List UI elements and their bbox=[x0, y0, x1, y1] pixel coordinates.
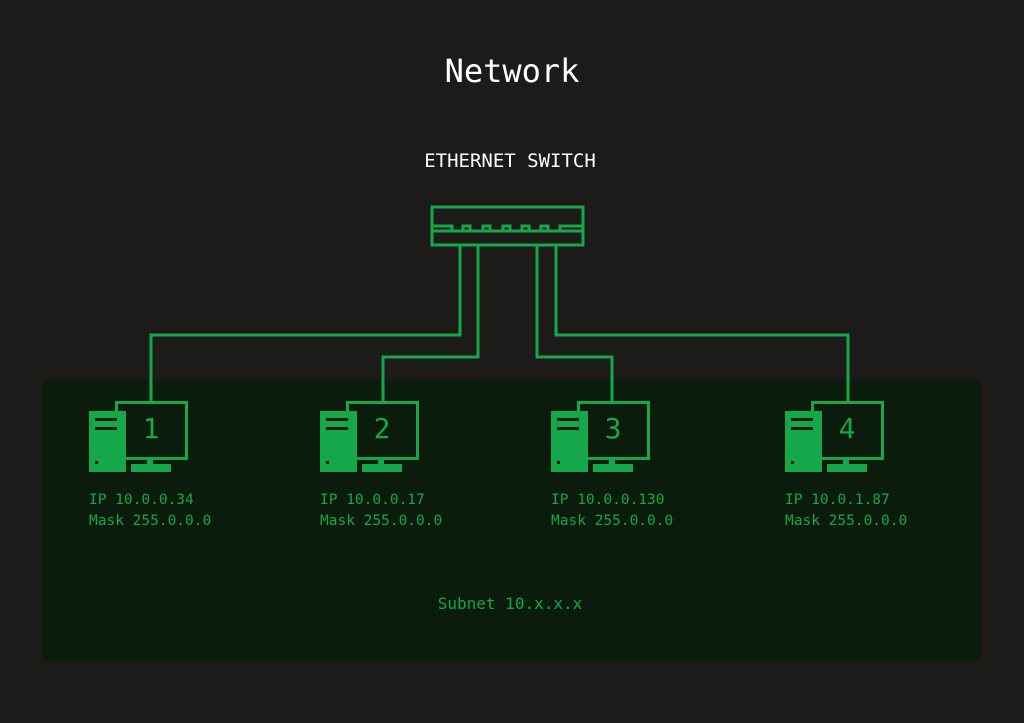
computer-icon bbox=[785, 401, 884, 472]
cable-1 bbox=[149, 245, 462, 402]
ip-address: IP 10.0.0.130 bbox=[551, 492, 665, 508]
subnet-label: Subnet 10.x.x.x bbox=[437, 594, 583, 613]
computer-number: 1 bbox=[142, 412, 160, 445]
cable-4 bbox=[554, 245, 850, 402]
ip-address: IP 10.0.0.34 bbox=[89, 492, 194, 508]
computer-icon bbox=[89, 401, 188, 472]
ip-address: IP 10.0.0.17 bbox=[320, 492, 425, 508]
subnet-mask: Mask 255.0.0.0 bbox=[89, 513, 212, 529]
subnet-mask: Mask 255.0.0.0 bbox=[320, 513, 443, 529]
switch-label: ETHERNET SWITCH bbox=[424, 150, 596, 172]
ip-address: IP 10.0.1.87 bbox=[785, 492, 890, 508]
switch-icon bbox=[430, 205, 585, 247]
computer-icon bbox=[551, 401, 650, 472]
computer-number: 4 bbox=[838, 412, 856, 445]
computer-icon bbox=[320, 401, 419, 472]
cable-2 bbox=[381, 245, 480, 402]
cable-3 bbox=[535, 245, 614, 402]
subnet-panel bbox=[42, 380, 981, 661]
subnet-mask: Mask 255.0.0.0 bbox=[785, 513, 908, 529]
page-title: Network bbox=[444, 52, 580, 90]
computer-number: 3 bbox=[604, 412, 622, 445]
computer-number: 2 bbox=[373, 412, 391, 445]
cables bbox=[149, 245, 850, 402]
subnet-mask: Mask 255.0.0.0 bbox=[551, 513, 674, 529]
